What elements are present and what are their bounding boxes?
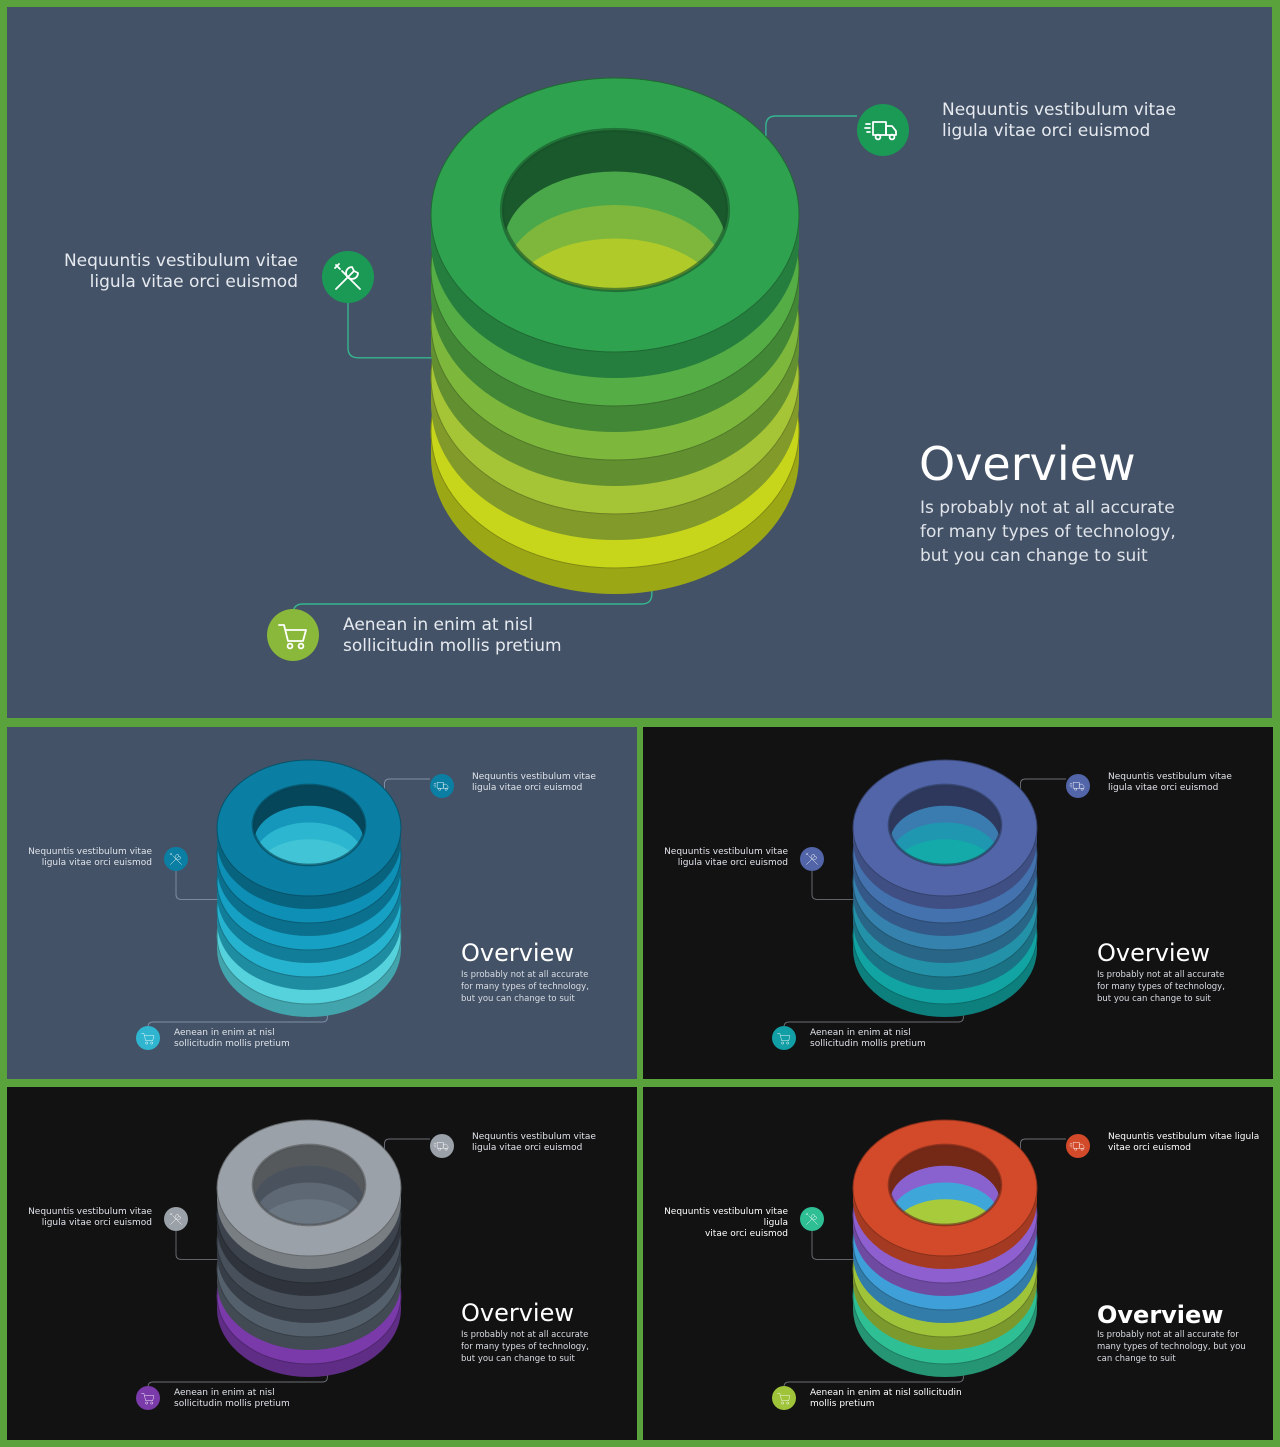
cart-icon [136,1386,160,1410]
tools-icon [800,1207,824,1231]
cart-icon [772,1386,796,1410]
tools-icon [322,251,374,303]
connector-lines [147,1138,430,1388]
ring-hole [887,783,1003,867]
connector-lines [783,1138,1066,1388]
overview-title: Overview [461,1299,574,1327]
overview-title: Overview [1097,1301,1224,1329]
connector-lines [783,778,1066,1028]
overview-body: Is probably not at all accurate for many… [920,498,1176,566]
slide-teal-variant: Nequuntis vestibulum vitae ligula vitae … [7,727,637,1079]
label-left: Nequuntis vestibulum vitae ligula vitae … [664,847,788,868]
label-left: Nequuntis vestibulum vitae ligula vitae … [28,847,152,868]
truck-icon [1066,774,1090,798]
label-bottom: Aenean in enim at nisl sollicitudin moll… [810,1028,926,1049]
tools-icon [164,847,188,871]
slide-grey-variant: Nequuntis vestibulum vitae ligula vitae … [7,1087,637,1440]
truck-icon [857,104,909,156]
label-bottom: Aenean in enim at nisl sollicitudin moll… [174,1388,290,1409]
overview-body: Is probably not at all accurate for many… [1097,970,1225,1004]
stack-diagram [267,77,909,661]
ring-hole [499,127,731,293]
truck-icon [430,1134,454,1158]
cart-icon [267,609,319,661]
label-top-right: Nequuntis vestibulum vitae ligula vitae … [472,772,596,793]
label-left: Nequuntis vestibulum vitae ligula vitae … [63,251,298,292]
tools-icon [800,847,824,871]
stack-diagram [772,759,1090,1050]
label-bottom: Aenean in enim at nisl sollicitudin moll… [174,1028,290,1049]
tools-icon [164,1207,188,1231]
slide-multicolor-variant: Nequuntis vestibulum vitae ligula vitae … [643,1087,1273,1440]
stack-diagram [136,1119,454,1410]
connector-lines [147,778,430,1028]
overview-body: Is probably not at all accurate for many… [461,970,589,1004]
label-top-right: Nequuntis vestibulum vitae ligula vitae … [1108,772,1232,793]
label-top-right: Nequuntis vestibulum vitae ligula vitae … [472,1132,596,1153]
label-left: Nequuntis vestibulum vitae ligula vitae … [28,1207,152,1228]
cart-icon [772,1026,796,1050]
overview-body: Is probably not at all accurate for many… [461,1330,589,1364]
slide-main: Nequuntis vestibulum vitae ligula vitae … [7,7,1272,718]
label-top-right: Nequuntis vestibulum vitae ligula vitae … [942,100,1177,141]
overview-body: Is probably not at all accurate for many… [1097,1330,1246,1364]
label-bottom: Aenean in enim at nisl sollicitudin moll… [343,615,562,656]
cart-icon [136,1026,160,1050]
overview-title: Overview [461,939,574,967]
stack-diagram [136,759,454,1050]
ring-hole [887,1143,1003,1227]
label-bottom: Aenean in enim at nisl sollicitudin moll… [810,1388,962,1409]
overview-title: Overview [919,437,1136,491]
stack-diagram [772,1119,1090,1410]
overview-title: Overview [1097,939,1210,967]
label-left: Nequuntis vestibulum vitae ligula vitae … [664,1207,788,1239]
truck-icon [1066,1134,1090,1158]
slide-blue-variant: Nequuntis vestibulum vitae ligula vitae … [643,727,1273,1079]
truck-icon [430,774,454,798]
label-top-right: Nequuntis vestibulum vitae ligula vitae … [1108,1132,1260,1153]
